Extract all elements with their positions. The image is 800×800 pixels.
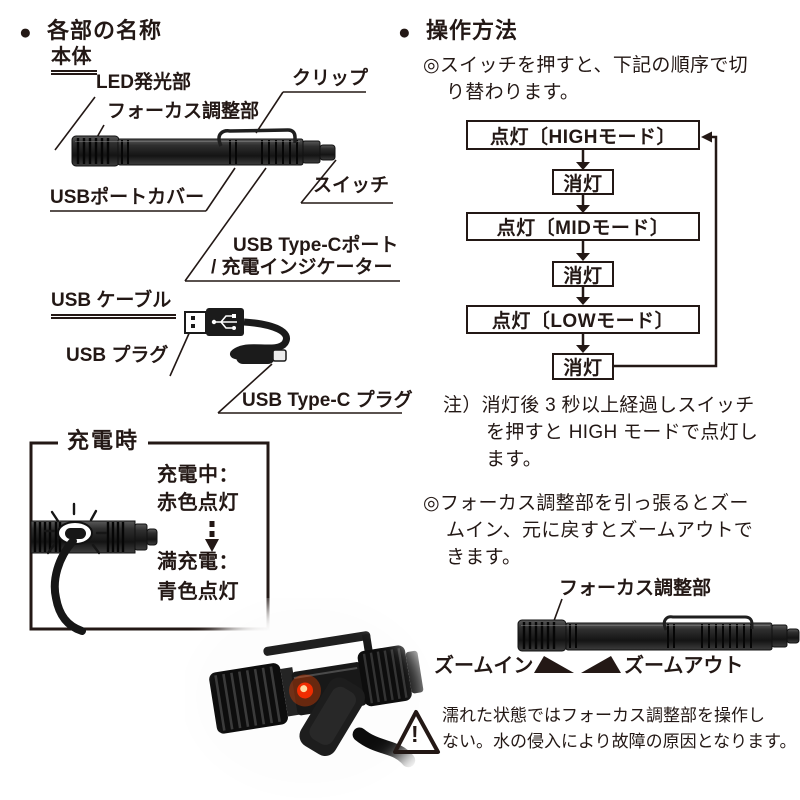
note-line1: 注）消灯後 3 秒以上経過しスイッチ: [443, 395, 755, 416]
switch-label: スイッチ: [313, 175, 390, 196]
focus-part-label: フォーカス調整部: [559, 578, 712, 599]
zoom-out-label: ズームアウト: [624, 655, 744, 677]
ops-section-title: 操作方法: [426, 18, 519, 43]
full-charge-label: 満充電：: [157, 551, 239, 573]
dotted-arrow-icon: [205, 521, 219, 552]
note-line3: ます。: [486, 449, 543, 470]
warning-exclamation: !: [411, 721, 419, 747]
flow-box-mid: 点灯〔MIDモード〕: [466, 212, 700, 241]
charging-cable: [50, 537, 86, 635]
flow-box-low: 点灯〔LOWモード〕: [466, 305, 700, 334]
charging-label: 充電中：: [157, 464, 239, 486]
penlight-illustration: [71, 128, 336, 167]
typec-port-label-line1: USB Type-Cポート: [233, 235, 399, 256]
clip-shape: [662, 615, 754, 631]
focus-description-line3: きます。: [446, 547, 522, 568]
body-label: 本体: [51, 46, 97, 75]
charge-box: [29, 441, 270, 635]
full-charge-state: 青色点灯: [157, 581, 239, 603]
ops-section-bullet-icon: ●: [398, 21, 411, 44]
usb-cable-label: USB ケーブル: [51, 290, 177, 319]
focus-label: フォーカス調整部: [107, 101, 260, 122]
warning-line1: 濡れた状態ではフォーカス調整部を操作し: [442, 706, 765, 725]
note-line2: を押すと HIGH モードで点灯し: [486, 422, 759, 443]
blink-rays: [43, 502, 108, 555]
clip-label: クリップ: [292, 68, 369, 89]
product-photo: [185, 598, 430, 798]
flow-box-off-2: 消灯: [552, 261, 614, 287]
zoom-out-arrow-icon: [581, 656, 621, 673]
flow-box-high: 点灯〔HIGHモード〕: [466, 120, 700, 150]
zoom-in-arrow-icon: [534, 656, 574, 673]
warning-line2: ない。水の侵入により故障の原因となります。: [442, 732, 797, 751]
usb-trident-icon: [211, 314, 237, 330]
typec-plug-label: USB Type-C プラグ: [242, 390, 413, 411]
charging-state: 赤色点灯: [157, 492, 239, 514]
penlight-focus-illustration: [517, 615, 800, 673]
focus-description-line2: ムイン、元に戻すとズームアウトで: [446, 520, 754, 541]
flow-arrows: [576, 131, 718, 368]
led-label: LED発光部: [96, 72, 192, 93]
zoom-in-label: ズームイン: [434, 655, 534, 677]
warning-triangle-icon: [393, 710, 440, 754]
parts-section-bullet-icon: ●: [19, 21, 32, 44]
focus-description-line1: ◎フォーカス調整部を引っ張るとズー: [423, 493, 749, 514]
typec-port-label-line2: / 充電インジケーター: [211, 257, 393, 278]
clip-shape: [217, 128, 297, 147]
usb-plug-label: USB プラグ: [66, 345, 169, 366]
photo-usb-plug: [299, 677, 365, 756]
usb-cable-illustration: [184, 308, 290, 364]
charge-box-title: 充電時: [58, 428, 149, 454]
usb-cover-label: USBポートカバー: [50, 187, 205, 208]
flow-box-off-3: 消灯: [552, 353, 614, 380]
switch-description-line2: り替わります。: [446, 82, 580, 103]
flow-box-off-1: 消灯: [552, 169, 614, 195]
switch-description-line1: ◎スイッチを押すと、下記の順序で切: [423, 55, 748, 76]
parts-section-title: 各部の名称: [47, 18, 163, 43]
